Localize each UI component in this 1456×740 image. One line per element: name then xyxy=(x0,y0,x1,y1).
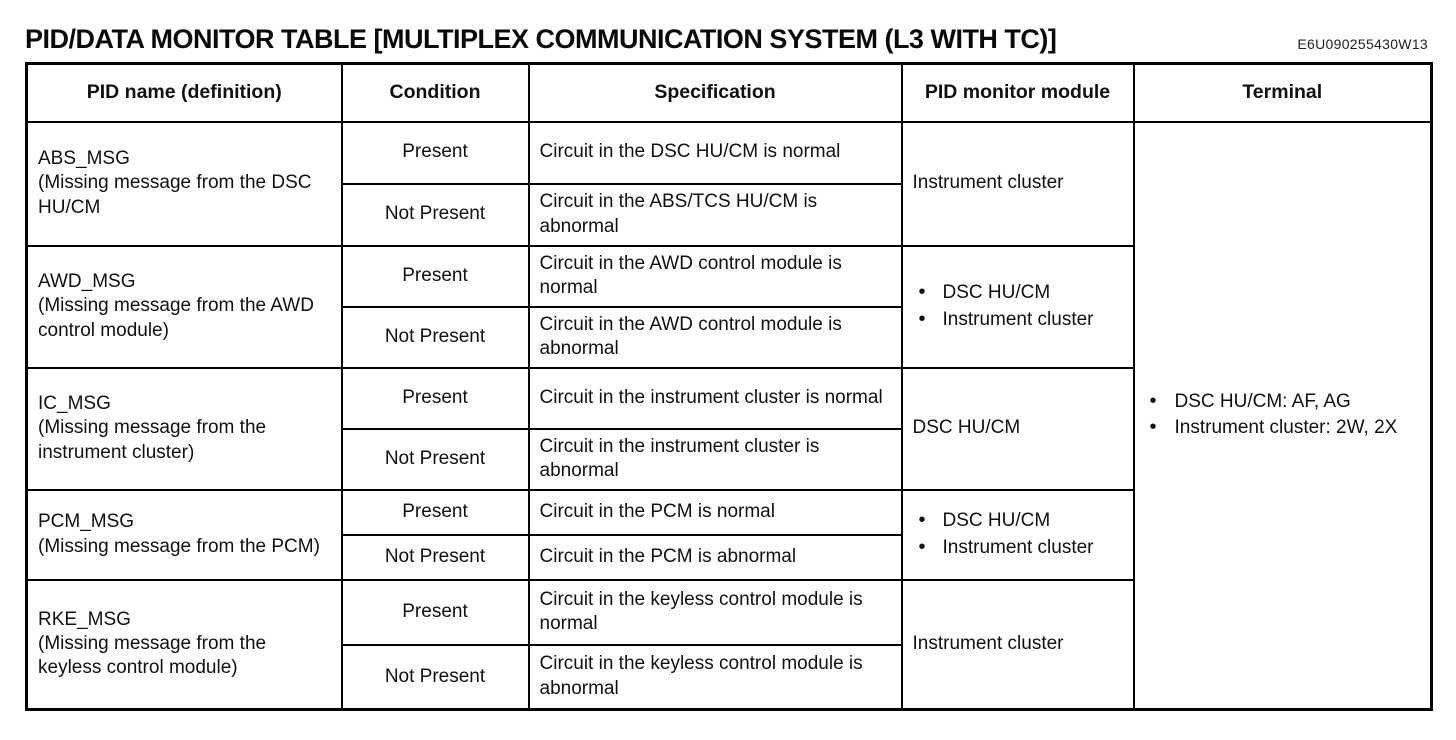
pid-name-cell: RKE_MSG (Missing message from the keyles… xyxy=(25,578,343,711)
monitor-module-item: Instrument cluster xyxy=(913,534,1125,560)
table-row: Not Present Circuit in the ABS/TCS HU/CM… xyxy=(27,182,1432,247)
specification-cell: Circuit in the instrument cluster is abn… xyxy=(527,427,903,491)
terminal-item: Instrument cluster: 2W, 2X xyxy=(1143,415,1423,441)
pid-data-monitor-table: PID name (definition) Condition Specific… xyxy=(25,62,1433,711)
header-pid-name: PID name (definition) xyxy=(25,62,343,123)
monitor-module-item: DSC HU/CM xyxy=(913,508,1125,534)
terminal-cell: DSC HU/CM: AF, AG Instrument cluster: 2W… xyxy=(1132,120,1433,711)
header-condition: Condition xyxy=(340,62,530,123)
table-row: Not Present Circuit in the PCM is abnorm… xyxy=(27,533,1432,581)
table-header-row: PID name (definition) Condition Specific… xyxy=(25,62,1433,123)
document-code: E6U090255430W13 xyxy=(1297,36,1428,52)
pid-name-cell: PCM_MSG (Missing message from the PCM) xyxy=(25,488,343,581)
monitor-module-cell: DSC HU/CM Instrument cluster xyxy=(900,244,1135,369)
header-monitor-module: PID monitor module xyxy=(900,62,1135,123)
pid-definition: (Missing message from the keyless contro… xyxy=(38,633,267,679)
table-row: Not Present Circuit in the keyless contr… xyxy=(27,643,1432,711)
condition-cell: Present xyxy=(340,578,530,646)
pid-name: PCM_MSG xyxy=(38,511,135,533)
pid-definition: (Missing message from the DSC HU/CM xyxy=(38,172,312,218)
header-terminal: Terminal xyxy=(1132,62,1433,123)
specification-cell: Circuit in the instrument cluster is nor… xyxy=(527,366,903,430)
pid-definition: (Missing message from the AWD control mo… xyxy=(38,295,314,341)
monitor-module-cell: Instrument cluster xyxy=(900,578,1135,711)
pid-name-cell: AWD_MSG (Missing message from the AWD co… xyxy=(25,244,343,369)
monitor-module-cell: DSC HU/CM Instrument cluster xyxy=(900,488,1135,581)
condition-cell: Not Present xyxy=(340,182,530,247)
condition-cell: Not Present xyxy=(340,305,530,369)
pid-name: ABS_MSG xyxy=(38,148,130,170)
condition-cell: Not Present xyxy=(340,533,530,581)
condition-cell: Present xyxy=(340,244,530,308)
pid-definition: (Missing message from the PCM) xyxy=(38,535,320,557)
pid-definition: (Missing message from the instrument clu… xyxy=(38,417,267,463)
pid-name: IC_MSG xyxy=(38,393,111,415)
pid-name-cell: ABS_MSG (Missing message from the DSC HU… xyxy=(25,120,343,247)
page-title: PID/DATA MONITOR TABLE [MULTIPLEX COMMUN… xyxy=(25,24,1057,55)
pid-name-cell: IC_MSG (Missing message from the instrum… xyxy=(25,366,343,491)
condition-cell: Not Present xyxy=(340,427,530,491)
monitor-module-cell: Instrument cluster xyxy=(900,120,1135,247)
monitor-module-cell: DSC HU/CM xyxy=(900,366,1135,491)
monitor-module-list: DSC HU/CM Instrument cluster xyxy=(913,508,1125,560)
specification-cell: Circuit in the AWD control module is abn… xyxy=(527,305,903,369)
table-row: Not Present Circuit in the instrument cl… xyxy=(27,427,1432,491)
specification-cell: Circuit in the keyless control module is… xyxy=(527,643,903,711)
specification-cell: Circuit in the DSC HU/CM is normal xyxy=(527,120,903,185)
monitor-module-item: Instrument cluster xyxy=(913,306,1125,332)
table-row: Not Present Circuit in the AWD control m… xyxy=(27,305,1432,369)
specification-cell: Circuit in the PCM is abnormal xyxy=(527,533,903,581)
table-row: ABS_MSG (Missing message from the DSC HU… xyxy=(25,120,1433,711)
pid-name: RKE_MSG xyxy=(38,608,131,630)
specification-cell: Circuit in the AWD control module is nor… xyxy=(527,244,903,308)
header-specification: Specification xyxy=(527,62,903,123)
condition-cell: Present xyxy=(340,366,530,430)
specification-cell: Circuit in the ABS/TCS HU/CM is abnormal xyxy=(527,182,903,247)
condition-cell: Not Present xyxy=(340,643,530,711)
monitor-module-list: DSC HU/CM Instrument cluster xyxy=(913,280,1125,332)
table-row: PCM_MSG (Missing message from the PCM) P… xyxy=(25,488,1432,581)
monitor-module-item: DSC HU/CM xyxy=(913,280,1125,306)
terminal-list: DSC HU/CM: AF, AG Instrument cluster: 2W… xyxy=(1143,389,1423,441)
specification-cell: Circuit in the PCM is normal xyxy=(527,488,903,536)
table-row: RKE_MSG (Missing message from the keyles… xyxy=(25,578,1432,711)
condition-cell: Present xyxy=(340,120,530,185)
specification-cell: Circuit in the keyless control module is… xyxy=(527,578,903,646)
table-row: AWD_MSG (Missing message from the AWD co… xyxy=(25,244,1432,369)
condition-cell: Present xyxy=(340,488,530,536)
terminal-item: DSC HU/CM: AF, AG xyxy=(1143,389,1423,415)
table-row: IC_MSG (Missing message from the instrum… xyxy=(25,366,1432,491)
pid-name: AWD_MSG xyxy=(38,271,136,293)
